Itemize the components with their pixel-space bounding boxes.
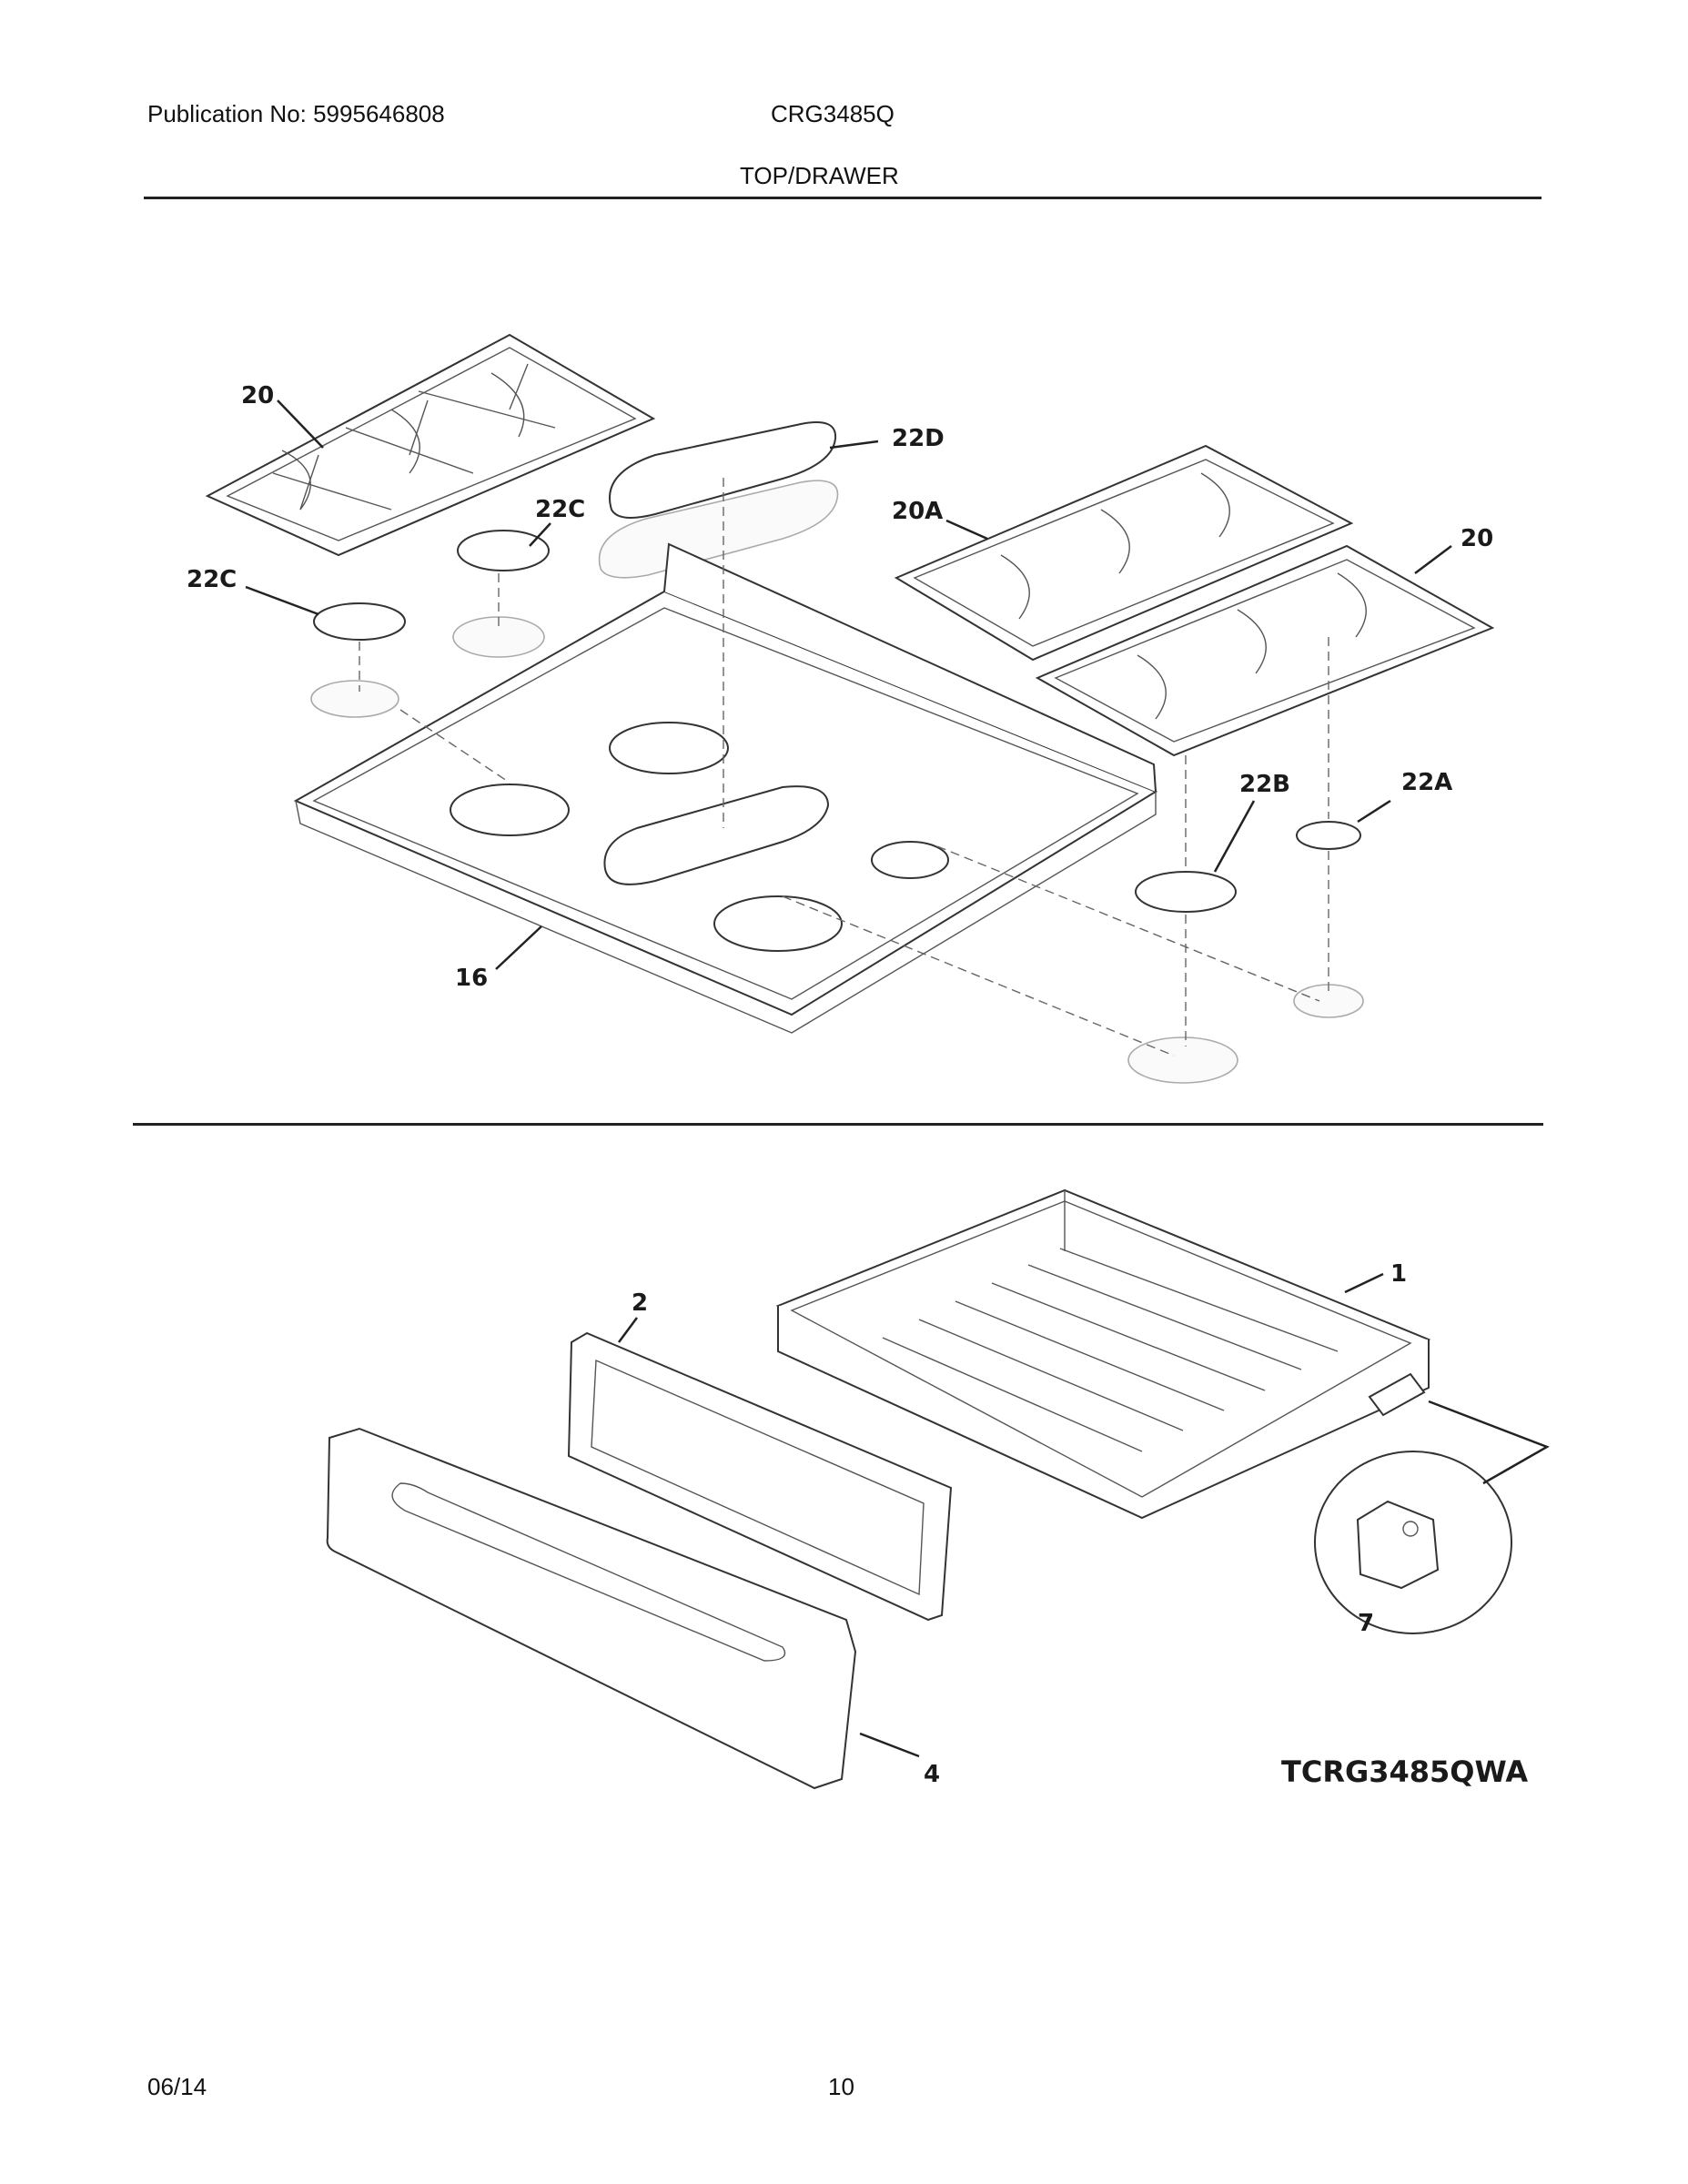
callout-2: 2 (632, 1289, 648, 1317)
burner-bases-left (310, 616, 545, 718)
grate-right-rear (894, 444, 1354, 662)
burner-cap-22a (1296, 821, 1361, 850)
callout-20-right: 20 (1461, 525, 1493, 552)
callout-22c-upper: 22C (535, 496, 585, 523)
burner-cap-22c-lower (313, 602, 406, 641)
callout-7: 7 (1358, 1610, 1374, 1637)
callout-4: 4 (924, 1761, 940, 1788)
diagram-code: TCRG3485QWA (1281, 1754, 1528, 1789)
header-rule (144, 197, 1541, 199)
footer-date: 06/14 (147, 2073, 207, 2100)
callout-1: 1 (1390, 1260, 1407, 1288)
callout-16: 16 (455, 965, 488, 992)
callout-20a: 20A (892, 498, 943, 525)
drawer-box (775, 1188, 1431, 1520)
publication-number: Publication No: 5995646808 (147, 100, 445, 127)
detail-bubble (1314, 1400, 1550, 1634)
drawer-inner-panel (567, 1331, 953, 1622)
callout-22b: 22B (1239, 771, 1290, 798)
leader-lines-top (245, 399, 1452, 970)
footer-page-number: 10 (828, 2073, 854, 2100)
burner-bases-right (1127, 984, 1364, 1084)
drawer-front (326, 1427, 857, 1790)
griddle-cap (598, 421, 839, 579)
section-title: TOP/DRAWER (740, 162, 899, 189)
callout-22d: 22D (892, 425, 945, 452)
grate-left (205, 333, 656, 557)
alignment-lines (359, 478, 1329, 1057)
grate-right-front (1035, 544, 1495, 757)
callout-20-left: 20 (241, 382, 274, 410)
burner-cap-22c-upper (457, 530, 550, 571)
burner-cap-22b (1135, 871, 1237, 913)
cooktop (293, 542, 1158, 1034)
callout-22c-lower: 22C (187, 566, 237, 593)
leader-lines-drawer (617, 1272, 1384, 1758)
callout-22a: 22A (1401, 769, 1452, 796)
section-divider (133, 1123, 1543, 1126)
model-number: CRG3485Q (771, 100, 895, 127)
